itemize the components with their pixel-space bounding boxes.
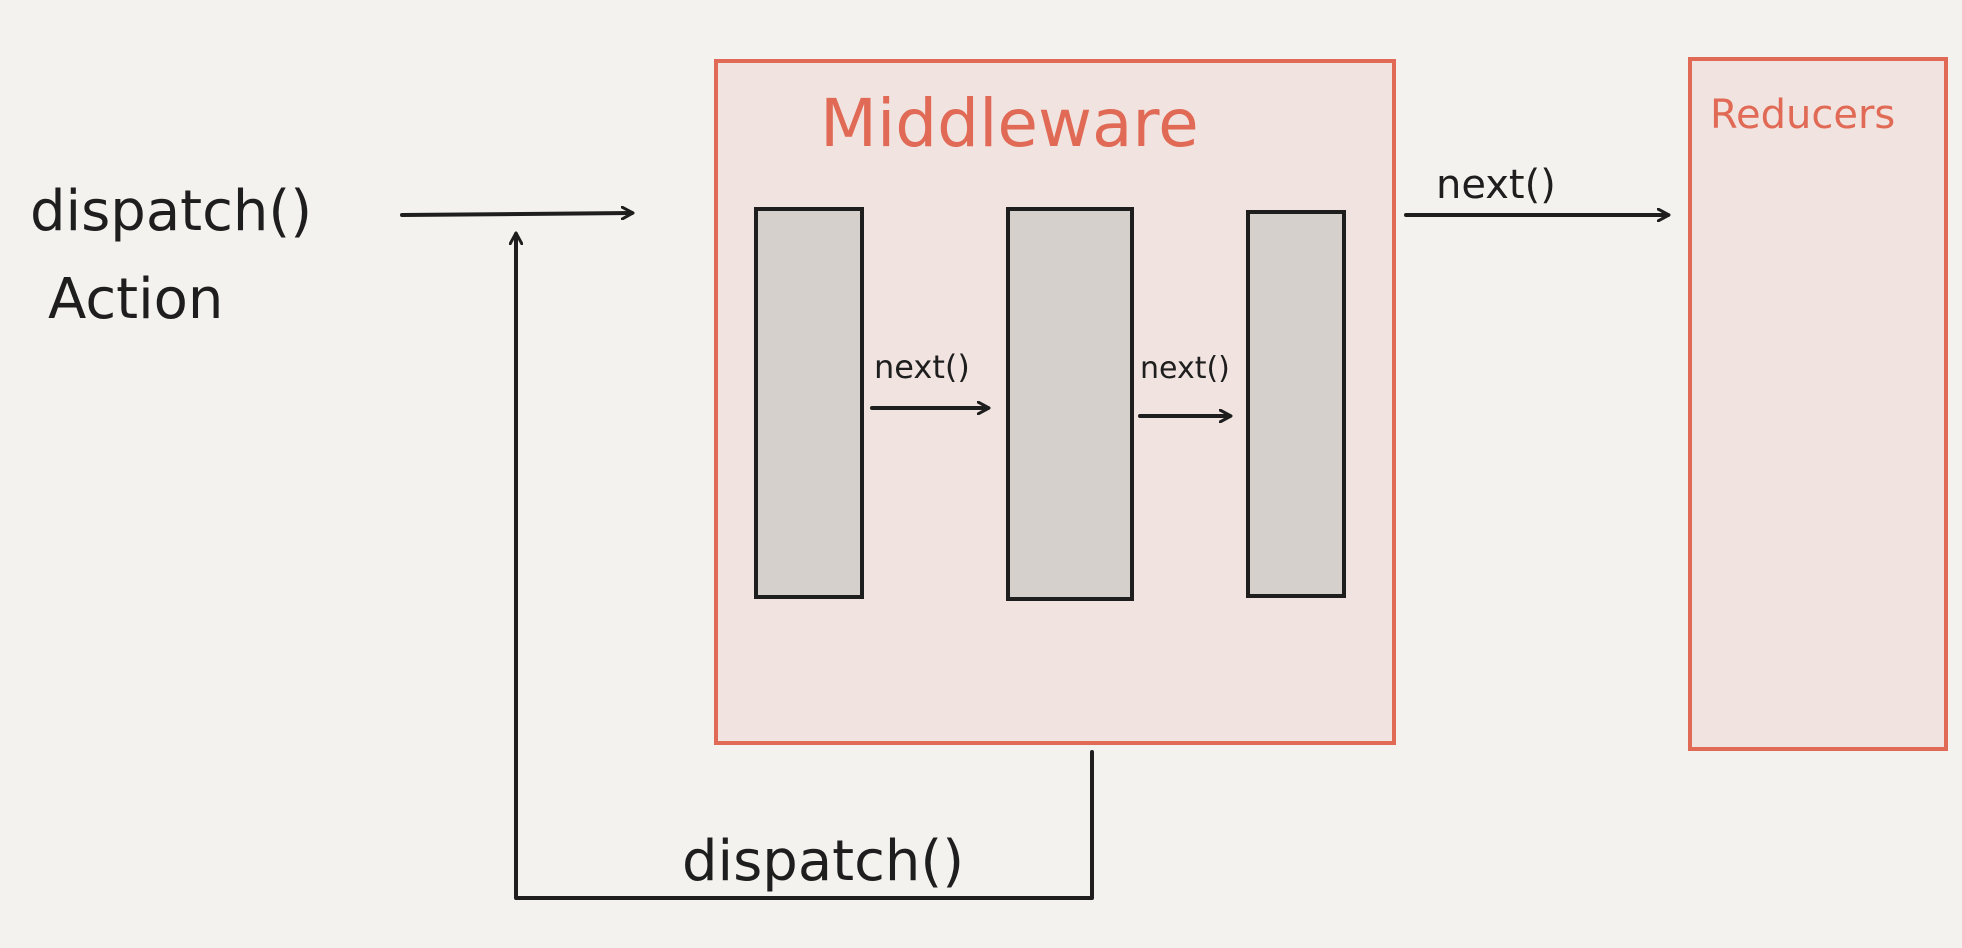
dispatch-loop-arrow [516, 234, 1094, 900]
loop-dispatch-label: dispatch() [682, 829, 964, 894]
middleware-block-1 [754, 207, 864, 599]
input-action-label: Action [48, 267, 223, 332]
inner-next-label-2: next() [1140, 351, 1230, 386]
middleware-block-3 [1246, 210, 1346, 598]
input-dispatch-label: dispatch() [30, 179, 312, 244]
middleware-block-2 [1006, 207, 1134, 601]
inner-next-label-1: next() [874, 348, 970, 386]
reducers-title: Reducers [1710, 92, 1895, 138]
outer-next-label: next() [1436, 162, 1556, 208]
input-arrow [400, 213, 632, 215]
middleware-title: Middleware [820, 85, 1199, 162]
reducers-container [1688, 57, 1948, 751]
